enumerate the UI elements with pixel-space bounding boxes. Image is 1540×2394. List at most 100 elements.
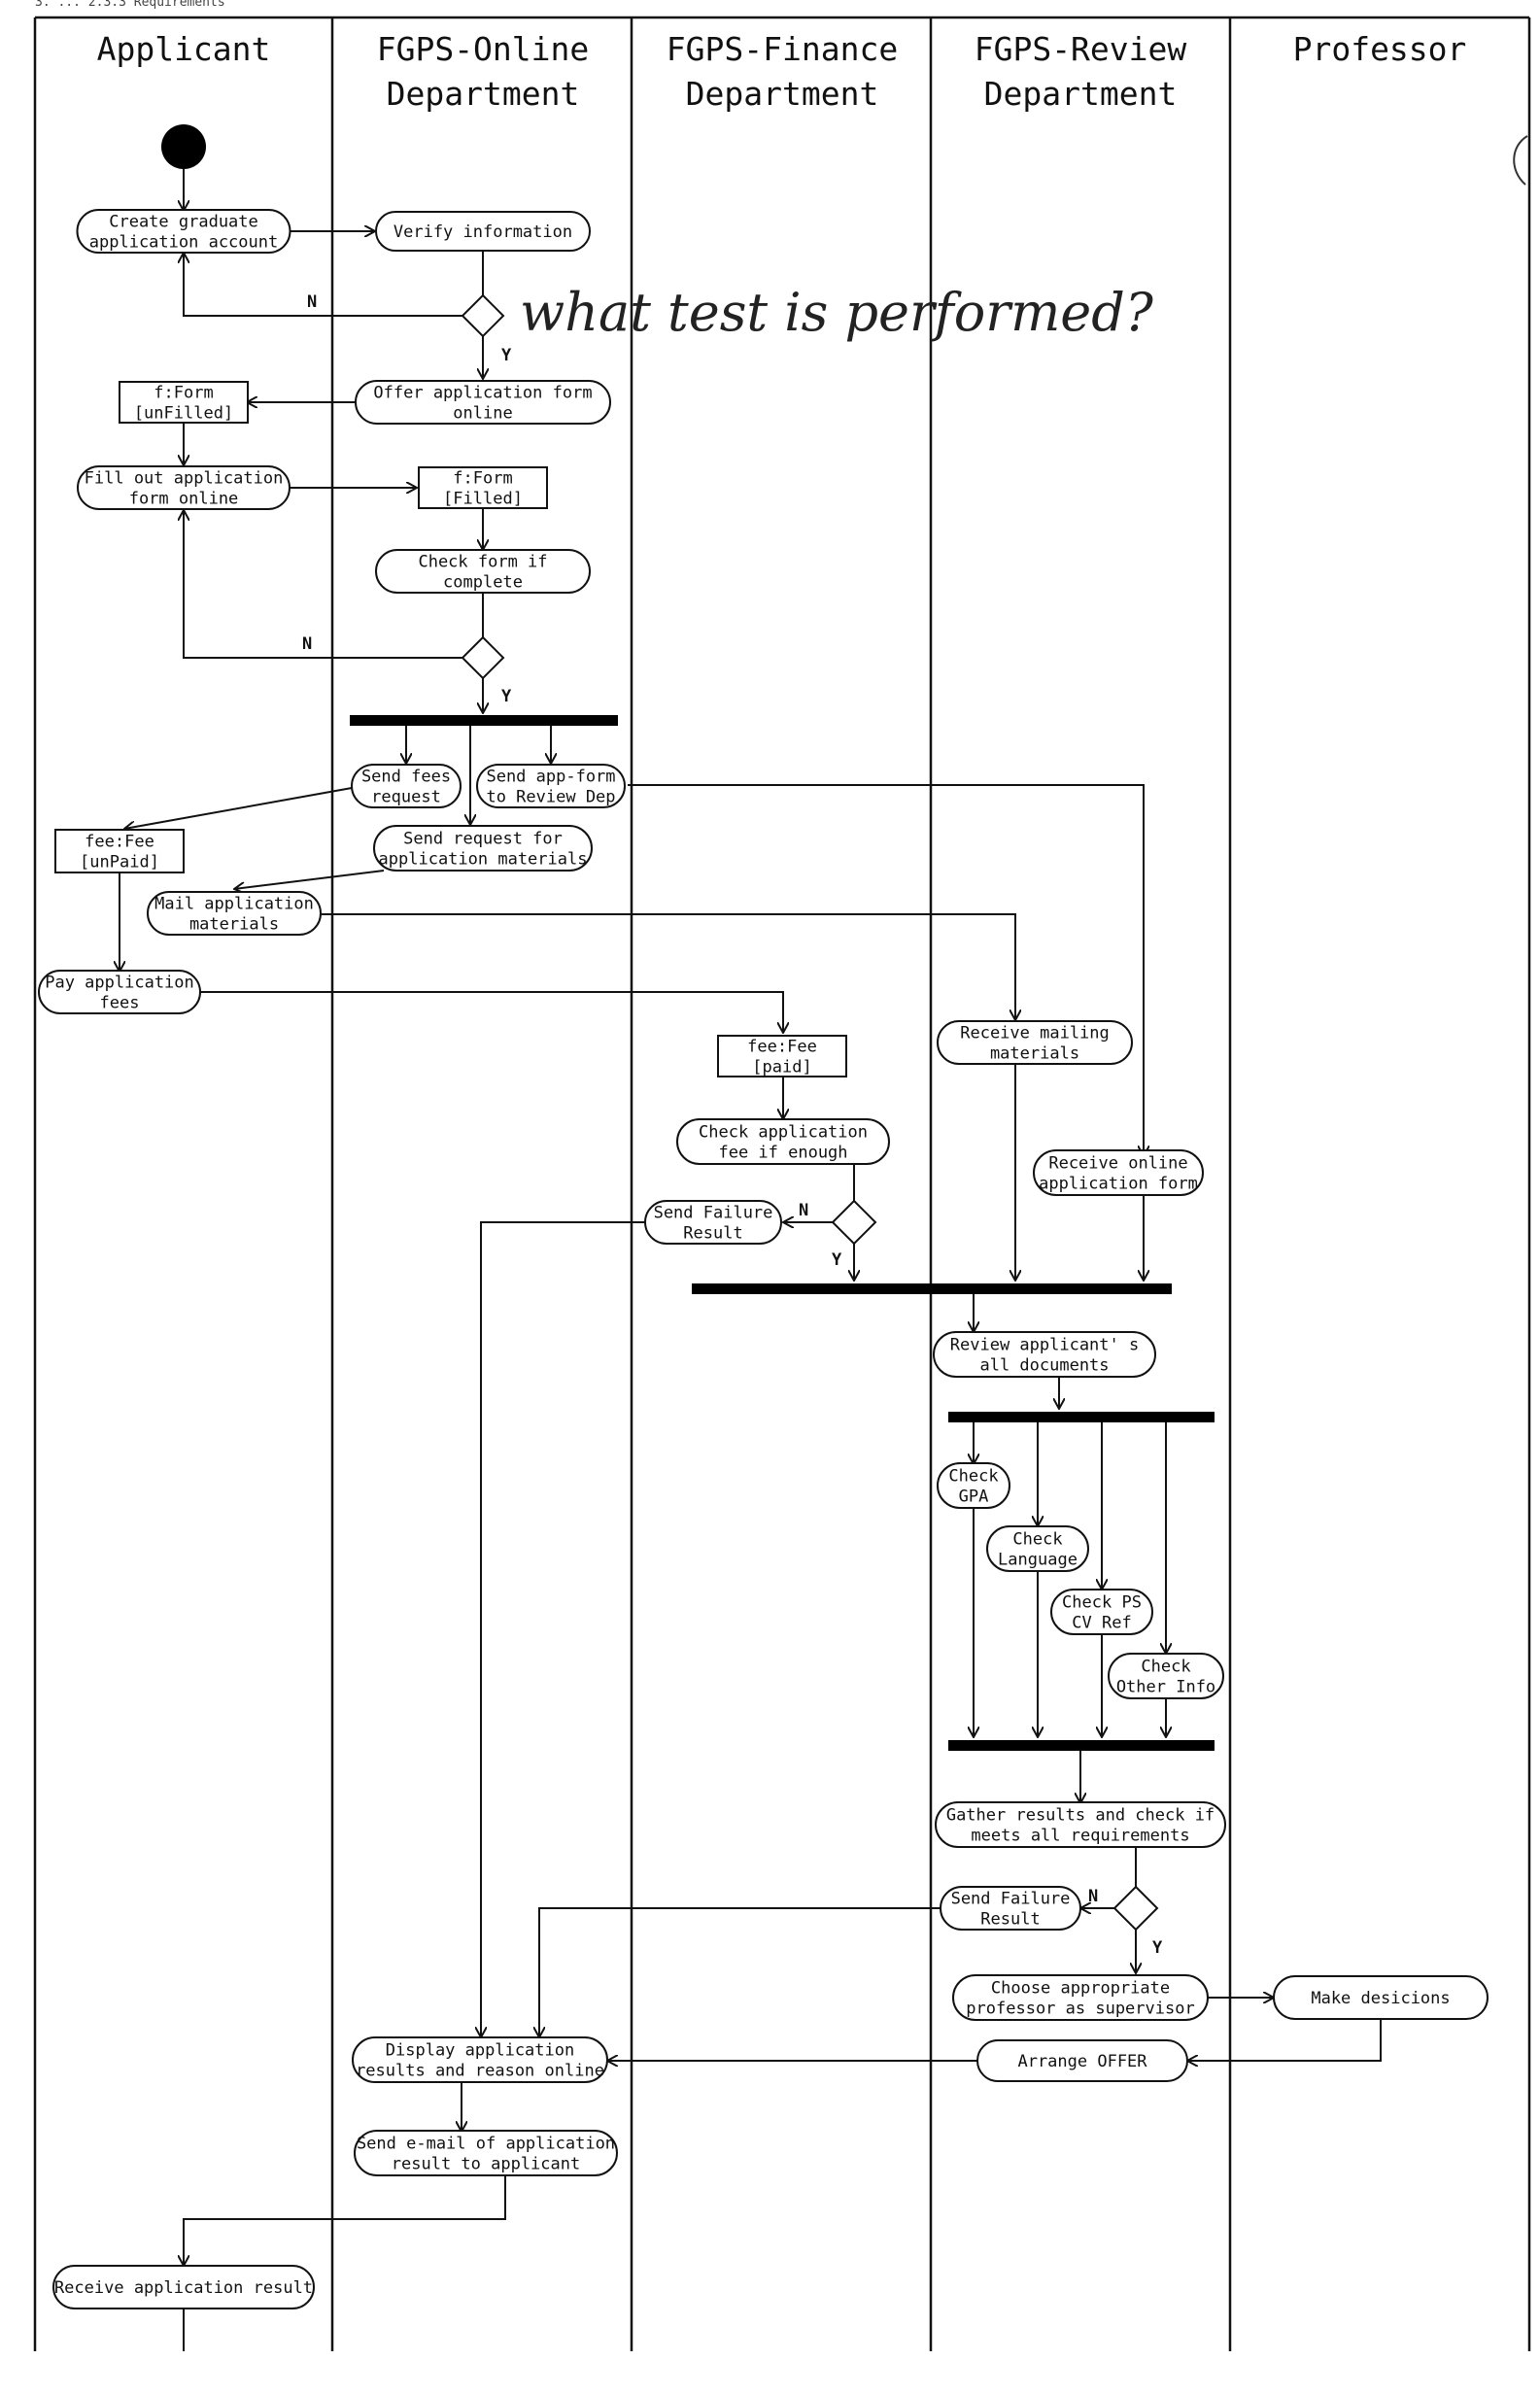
node-label: Result <box>683 1224 742 1244</box>
action-pay-fees <box>38 970 201 1014</box>
node-label: Send e-mail of application <box>357 2135 615 2154</box>
node-label: f:Form <box>154 384 213 403</box>
node-form-filled: f:Form[Filled] <box>418 466 548 509</box>
action-check-ps <box>1050 1589 1153 1635</box>
node-label: Receive application result <box>54 2278 313 2298</box>
action-send-fees <box>351 764 462 808</box>
node-label: Check <box>1141 1658 1190 1677</box>
node-label: Result <box>980 1910 1040 1930</box>
decision-verify <box>461 293 505 338</box>
node-label: Send Failure <box>654 1204 773 1223</box>
node-label: fee if enough <box>718 1144 847 1163</box>
node-label: Language <box>998 1551 1078 1570</box>
node-label: Send app-form <box>486 768 615 787</box>
node-label: form online <box>129 490 239 509</box>
action-check-gpa <box>937 1462 1010 1509</box>
object-form-unfilled <box>119 381 249 424</box>
node-label: materials <box>990 1044 1079 1064</box>
action-send-email <box>354 2130 618 2176</box>
node-label: fee:Fee <box>85 833 154 852</box>
action-send-appform <box>476 764 626 808</box>
action-receive-mailing <box>937 1020 1133 1065</box>
node-label: Arrange OFFER <box>1017 2052 1147 2071</box>
node-label: Check PS <box>1062 1593 1142 1613</box>
decision-fee <box>831 1199 877 1246</box>
node-label: CV Ref <box>1072 1614 1131 1633</box>
guard-labels: N Y N Y N Y N Y <box>302 292 1163 1958</box>
action-send-request-materials <box>373 825 593 872</box>
node-arrange-offer: Arrange OFFER <box>976 2039 1188 2082</box>
join-bar-2 <box>948 1740 1215 1751</box>
node-label: GPA <box>959 1488 989 1507</box>
action-receive-result <box>52 2265 315 2309</box>
action-check-complete <box>375 549 591 594</box>
action-check-other <box>1108 1653 1224 1699</box>
action-check-language <box>986 1525 1089 1572</box>
node-label: Other Info <box>1116 1678 1215 1697</box>
lane-title-review: FGPS-Review <box>975 30 1187 68</box>
node-label: [unPaid] <box>80 853 159 872</box>
node-receive-result: Receive application result <box>52 2265 315 2309</box>
initial-node <box>161 124 206 169</box>
node-label: complete <box>443 573 523 593</box>
action-choose-professor <box>952 1974 1209 2021</box>
join-bar-1 <box>692 1283 1172 1294</box>
node-label: Make desicions <box>1311 1989 1450 2008</box>
object-fee-unpaid <box>54 829 185 873</box>
object-form-filled <box>418 466 548 509</box>
node-label: Check <box>948 1467 998 1487</box>
node-label: to Review Dep <box>486 788 615 807</box>
top-note: 3. ... 2.3.3 Requirements <box>35 0 225 10</box>
action-display-results <box>352 2036 608 2083</box>
lane-title-finance: FGPS-Finance <box>667 30 898 68</box>
action-create-account <box>76 209 291 254</box>
decision-requirements <box>1112 1885 1159 1932</box>
node-label: Choose appropriate <box>991 1979 1170 1999</box>
decision-complete <box>461 635 505 680</box>
node-label: Display application <box>386 2041 574 2061</box>
action-check-fee <box>676 1118 890 1165</box>
node-label: Receive mailing <box>960 1024 1110 1043</box>
action-send-failure-2 <box>940 1886 1081 1931</box>
guard-yes-2: Y <box>501 687 512 706</box>
node-label: Gather results and check if <box>946 1806 1215 1826</box>
node-label: application materials <box>379 850 588 870</box>
action-fill-form <box>77 465 291 510</box>
action-receive-online-form <box>1033 1149 1204 1196</box>
node-label: Send request for <box>403 830 563 849</box>
node-label: Review applicant' s <box>950 1336 1139 1355</box>
sync-bars <box>350 715 1215 1751</box>
action-make-decisions <box>1273 1975 1489 2020</box>
node-label: Send Failure <box>951 1890 1071 1909</box>
node-label: [paid] <box>752 1058 811 1077</box>
node-label: request <box>371 788 441 807</box>
node-form-unfilled: f:Form[unFilled] <box>119 381 249 424</box>
node-label: Receive online <box>1048 1154 1187 1174</box>
lane-title-applicant: Applicant <box>97 30 271 68</box>
node-label: Fill out application <box>85 469 284 489</box>
node-label: online <box>453 404 512 424</box>
object-fee-paid <box>717 1035 847 1077</box>
decisions <box>461 293 1159 1932</box>
action-verify-info <box>375 211 591 252</box>
lane-title-review: Department <box>984 75 1178 113</box>
lane-title-professor: Professor <box>1293 30 1467 68</box>
node-label: Check form if <box>418 553 547 572</box>
action-offer-form <box>355 380 611 425</box>
handwritten-annotation: what test is performed? <box>520 282 1154 343</box>
